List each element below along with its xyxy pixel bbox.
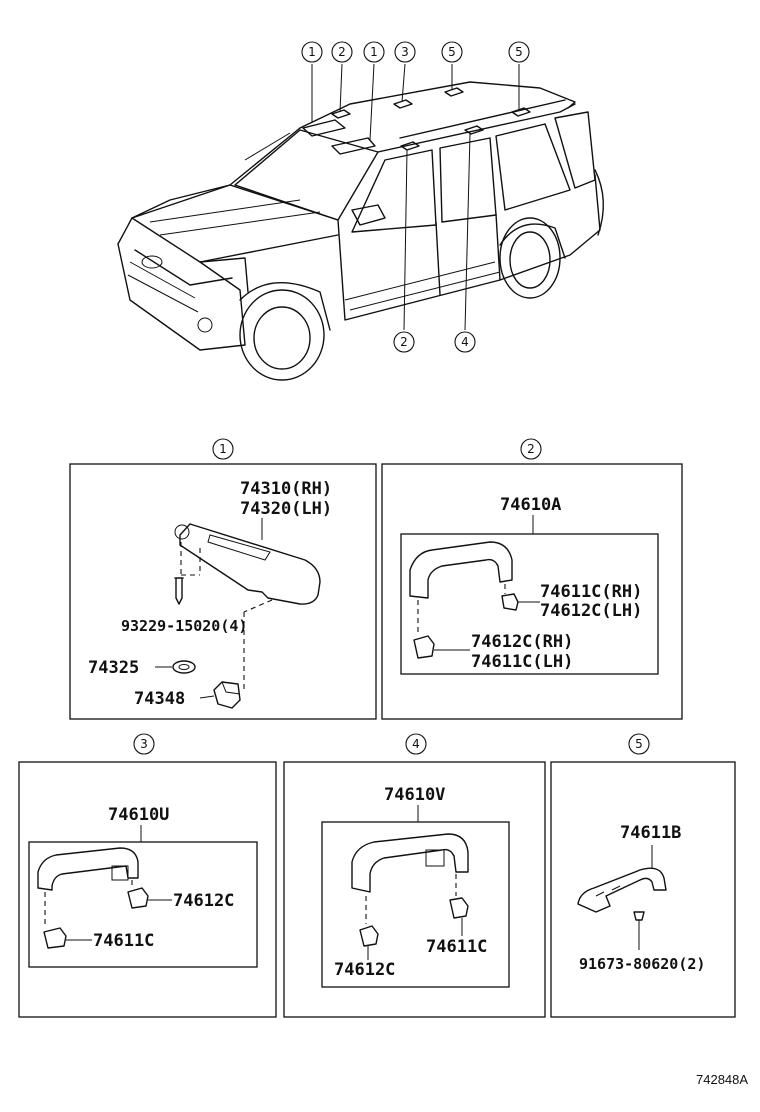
callout-number: 1 — [370, 45, 378, 59]
panel-number: 1 — [219, 442, 227, 456]
part-number-screw: 93229-15020(4) — [121, 617, 247, 635]
screw — [633, 911, 645, 921]
grip-cap-b — [43, 927, 67, 949]
callout-number: 2 — [400, 335, 408, 349]
part-number-visor-rh: 74310(RH) — [240, 479, 332, 499]
callout-number: 4 — [461, 335, 469, 349]
grip-cap-bottom — [413, 635, 435, 659]
vehicle-illustration — [117, 81, 605, 381]
part-number-cap-bot-rh: 74612C(RH) — [471, 632, 573, 652]
part-number-visor-lh: 74320(LH) — [240, 499, 332, 519]
part-number-cap-a: 74612C — [173, 891, 234, 911]
grip-clip-b — [449, 897, 469, 919]
assembly-number: 74611B — [620, 823, 681, 843]
panel-number: 4 — [412, 737, 420, 751]
panel-1-frame — [69, 463, 377, 720]
assist-grip — [351, 833, 469, 893]
grip-cap-a — [127, 887, 149, 909]
visor-holder — [213, 681, 241, 709]
assembly-number: 74610A — [500, 495, 561, 515]
callout-number: 2 — [338, 45, 346, 59]
vehicle-callout-leaders — [311, 63, 520, 331]
part-number-cap-bot-lh: 74611C(LH) — [471, 652, 573, 672]
panel-number: 3 — [140, 737, 148, 751]
panel-3-frame — [18, 761, 277, 1018]
cover-ring — [172, 660, 196, 674]
part-number-cap-top-rh: 74611C(RH) — [540, 582, 642, 602]
assist-grip — [37, 847, 139, 891]
vehicle-callout-5a: 5 — [441, 41, 463, 63]
vehicle-callout-4: 4 — [454, 331, 476, 353]
panel-2: 2 74610A 74611C(RH) 74612C(LH) 74612C(RH… — [381, 438, 683, 720]
part-number-holder: 74348 — [134, 689, 185, 709]
panel-2-frame — [381, 463, 683, 720]
panel-3-inner-frame — [28, 841, 258, 968]
panel-5-frame — [550, 761, 736, 1018]
grip-clip-a — [359, 925, 379, 947]
figure-reference-id: 742848A — [696, 1072, 748, 1087]
part-number-cap-a: 74612C — [334, 960, 395, 980]
vehicle-callout-3: 3 — [394, 41, 416, 63]
callout-number: 5 — [448, 45, 456, 59]
part-number-cap-top-lh: 74612C(LH) — [540, 601, 642, 621]
vehicle-callout-2a: 2 — [331, 41, 353, 63]
panel-number: 5 — [635, 737, 643, 751]
vehicle-callout-2b: 2 — [393, 331, 415, 353]
panel-5: 5 74611B 91673-80620(2) — [550, 733, 736, 1018]
grip-b — [577, 867, 667, 913]
part-number-cover: 74325 — [88, 658, 139, 678]
assembly-number: 74610V — [384, 785, 445, 805]
sun-visor — [179, 523, 321, 605]
part-number-screw: 91673-80620(2) — [579, 955, 705, 973]
vehicle-callout-5b: 5 — [508, 41, 530, 63]
assembly-number: 74610U — [108, 805, 169, 825]
callout-number: 5 — [515, 45, 523, 59]
panel-4: 4 74610V 74612C 74611C — [283, 733, 546, 1018]
assist-grip — [409, 541, 513, 599]
panel-4-frame — [283, 761, 546, 1018]
callout-number: 3 — [401, 45, 409, 59]
panel-4-inner-frame — [321, 821, 510, 988]
part-number-cap-b: 74611C — [426, 937, 487, 957]
panel-3: 3 74610U 74612C 74611C — [18, 733, 277, 1018]
panel-1: 1 74310(RH) 74320(LH) 93229-15020(4) 743… — [69, 438, 377, 720]
part-number-cap-b: 74611C — [93, 931, 154, 951]
grip-cap-top — [501, 593, 519, 611]
screw — [175, 577, 183, 605]
callout-number: 1 — [308, 45, 316, 59]
vehicle-callout-1b: 1 — [363, 41, 385, 63]
vehicle-callout-1a: 1 — [301, 41, 323, 63]
panel-number: 2 — [527, 442, 535, 456]
panel-2-inner-frame — [400, 533, 659, 675]
